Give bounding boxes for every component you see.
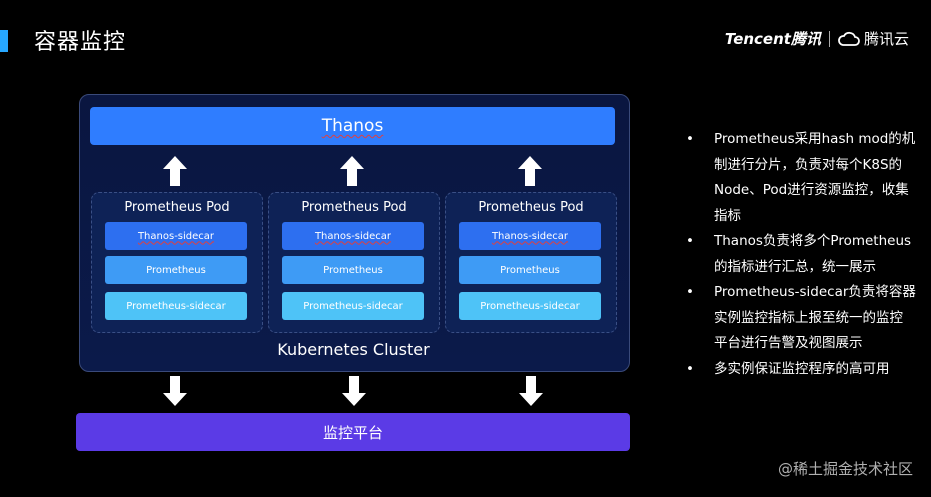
watermark: @稀土掘金技术社区: [777, 460, 913, 478]
bullet-item: Prometheus-sidecar负责将容器实例监控指标上报至统一的监控平台进…: [686, 280, 916, 357]
cloud-icon: [838, 31, 860, 46]
pod-title: Prometheus Pod: [478, 200, 584, 215]
prometheus-chip: Prometheus: [105, 256, 247, 284]
prometheus-chip: Prometheus: [459, 256, 601, 284]
thanos-sidecar-chip: Thanos-sidecar: [282, 222, 424, 250]
brand-cloud: 腾讯云: [838, 28, 909, 49]
title-accent-bar: [0, 30, 8, 52]
monitoring-platform-box: 监控平台: [76, 413, 630, 451]
bullet-item: 多实例保证监控程序的高可用: [686, 357, 916, 383]
bullet-item: Prometheus采用hash mod的机制进行分片，负责对每个K8S的Nod…: [686, 127, 916, 229]
arrow-up-icon: [163, 156, 187, 186]
prometheus-chip: Prometheus: [282, 256, 424, 284]
arrow-down-icon: [342, 376, 366, 406]
prometheus-pod: Prometheus Pod Thanos-sidecar Prometheus…: [445, 192, 617, 333]
prometheus-sidecar-chip: Prometheus-sidecar: [459, 292, 601, 320]
bullet-item: Thanos负责将多个Prometheus的指标进行汇总，统一展示: [686, 229, 916, 280]
brand-tencent: Tencent腾讯: [724, 30, 821, 48]
prometheus-pod: Prometheus Pod Thanos-sidecar Prometheus…: [268, 192, 440, 333]
prometheus-pod: Prometheus Pod Thanos-sidecar Prometheus…: [91, 192, 263, 333]
arrow-down-icon: [519, 376, 543, 406]
brand-logo: Tencent腾讯 腾讯云: [725, 28, 909, 49]
pod-title: Prometheus Pod: [124, 200, 230, 215]
arrow-up-icon: [340, 156, 364, 186]
prometheus-sidecar-chip: Prometheus-sidecar: [105, 292, 247, 320]
arrow-down-icon: [163, 376, 187, 406]
cluster-label: Kubernetes Cluster: [277, 340, 430, 359]
thanos-box: Thanos: [90, 107, 615, 145]
pod-title: Prometheus Pod: [301, 200, 407, 215]
thanos-sidecar-chip: Thanos-sidecar: [459, 222, 601, 250]
bullet-list: Prometheus采用hash mod的机制进行分片，负责对每个K8S的Nod…: [686, 127, 916, 382]
brand-separator: [828, 30, 830, 47]
prometheus-sidecar-chip: Prometheus-sidecar: [282, 292, 424, 320]
thanos-sidecar-chip: Thanos-sidecar: [105, 222, 247, 250]
arrow-up-icon: [518, 156, 542, 186]
slide-title: 容器监控: [34, 30, 127, 55]
